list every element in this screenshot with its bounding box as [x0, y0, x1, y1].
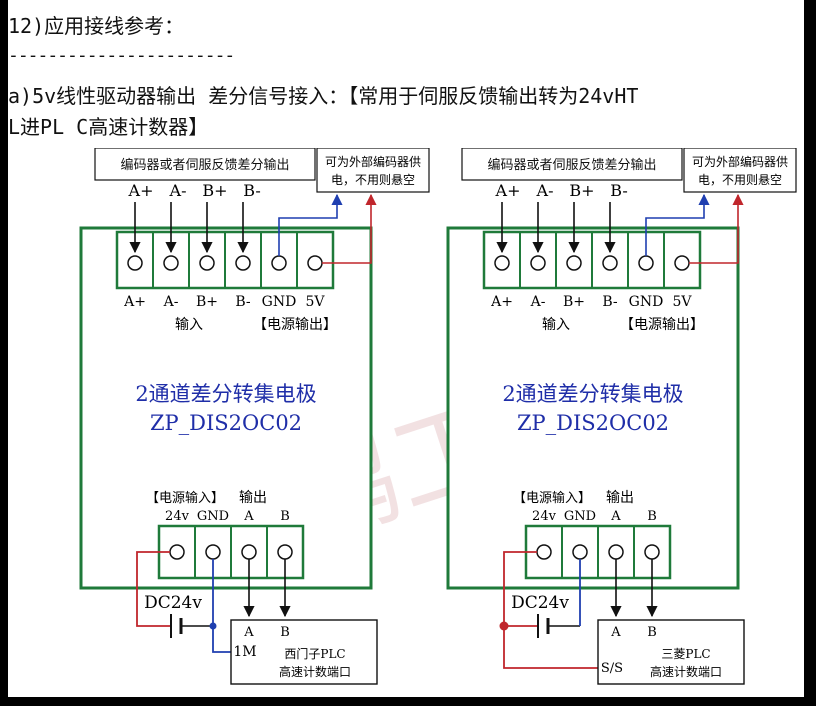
supply-note-line-1: 可为外部编码器供	[325, 154, 421, 169]
input-label: 输入	[175, 317, 203, 333]
bottom-label-24v: 24v	[165, 509, 190, 524]
encoder-signal-b-minus: B-	[243, 181, 260, 200]
top-terminal-block	[482, 230, 702, 290]
plc-input-a: A	[610, 625, 621, 640]
terminal-label-5v: 5V	[672, 294, 692, 310]
top-terminal-block	[115, 230, 335, 290]
terminal-label-b-plus: B+	[563, 294, 585, 310]
encoder-signal-b-plus: B+	[569, 181, 594, 200]
terminal-label-b-plus: B+	[196, 294, 218, 310]
plc-input-b: B	[647, 625, 657, 640]
description-line-1: a)5v线性驱动器输出 差分信号接入：【常用于伺服反馈输出转为24vHT	[8, 84, 639, 108]
module-name: 2通道差分转集电极	[502, 382, 683, 406]
terminal-label-b-minus: B-	[602, 294, 618, 310]
dc-label: DC24v	[144, 593, 202, 613]
supply-note-box: 可为外部编码器供 电，不用则悬空	[316, 148, 430, 193]
bottom-terminal-block	[524, 524, 672, 580]
encoder-box-label: 编码器或者伺服反馈差分输出	[120, 157, 289, 173]
bottom-terminal-block	[157, 524, 305, 580]
terminal-label-a-plus: A+	[123, 294, 146, 310]
terminal-label-gnd: GND	[262, 294, 297, 310]
page: 12)应用接线参考： ----------------------- a)5v线…	[8, 0, 804, 697]
bottom-label-gnd: GND	[564, 509, 596, 524]
encoder-box: 编码器或者伺服反馈差分输出	[461, 148, 683, 181]
plc-common: S/S	[601, 661, 623, 676]
terminal-label-a-plus: A+	[490, 294, 513, 310]
supply-note-line-2: 电，不用则悬空	[698, 173, 782, 187]
bottom-label-a: A	[610, 509, 621, 524]
power-out-label: 【电源输出】	[620, 317, 704, 333]
plc-box-mitsubishi: A B S/S 三菱PLC 高速计数端口	[597, 619, 745, 685]
module-name: 2通道差分转集电极	[135, 382, 316, 406]
plc-input-b: B	[280, 625, 290, 640]
dc-battery-symbol	[537, 614, 550, 638]
panel-mitsubishi: 编码器或者伺服反馈差分输出 A+ A- B+ B- 可为外部编码器供 电，不用则…	[446, 148, 797, 685]
terminal-label-a-minus: A-	[530, 294, 546, 310]
terminal-label-gnd: GND	[629, 294, 664, 310]
plc-name: 西门子PLC	[284, 646, 345, 661]
wiring-diagram: 济鹏工控 编码器或者伺服反馈差分输出 A+ A- B+ B- 可为外部编码器供 …	[79, 148, 797, 685]
plc-port: 高速计数端口	[650, 664, 722, 679]
divider-dashes: -----------------------	[8, 45, 235, 66]
terminal-label-5v: 5V	[305, 294, 325, 310]
encoder-signal-b-minus: B-	[610, 181, 627, 200]
power-out-label: 【电源输出】	[253, 317, 337, 333]
dc-label: DC24v	[511, 593, 569, 613]
plc-name: 三菱PLC	[661, 647, 710, 661]
terminal-label-b-minus: B-	[235, 294, 251, 310]
supply-note-line-1: 可为外部编码器供	[692, 154, 788, 169]
dc-battery-symbol	[170, 614, 183, 638]
panel-siemens: 编码器或者伺服反馈差分输出 A+ A- B+ B- 可为外部编码器供 电，不用则…	[79, 148, 430, 685]
encoder-box: 编码器或者伺服反馈差分输出	[94, 148, 316, 181]
module-model: ZP_DIS2OC02	[150, 411, 302, 435]
description-line-2: L进PL C高速计数器】	[8, 115, 209, 139]
encoder-signal-a-minus: A-	[169, 181, 187, 200]
terminal-label-a-minus: A-	[163, 294, 179, 310]
plc-box-siemens: A B 1M 西门子PLC 高速计数端口	[230, 619, 378, 685]
module-model: ZP_DIS2OC02	[517, 411, 669, 435]
output-label: 输出	[239, 490, 267, 506]
encoder-signal-a-plus: A+	[495, 181, 521, 200]
bottom-label-a: A	[243, 509, 254, 524]
output-label: 输出	[606, 490, 634, 506]
encoder-signal-b-plus: B+	[202, 181, 227, 200]
plc-port: 高速计数端口	[279, 664, 351, 679]
encoder-box-label: 编码器或者伺服反馈差分输出	[487, 157, 656, 173]
power-in-label: 【电源输入】	[146, 490, 224, 506]
bottom-label-b: B	[280, 509, 290, 524]
bottom-label-b: B	[647, 509, 657, 524]
input-label: 输入	[542, 317, 570, 333]
power-in-label: 【电源输入】	[513, 490, 591, 506]
plc-common: 1M	[233, 644, 256, 660]
supply-note-line-2: 电，不用则悬空	[331, 173, 415, 187]
section-title: 12)应用接线参考：	[8, 14, 185, 38]
supply-note-box: 可为外部编码器供 电，不用则悬空	[683, 148, 797, 193]
bottom-label-gnd: GND	[197, 509, 229, 524]
encoder-signal-a-plus: A+	[128, 181, 154, 200]
plc-input-a: A	[243, 625, 254, 640]
bottom-label-24v: 24v	[532, 509, 557, 524]
encoder-signal-a-minus: A-	[536, 181, 554, 200]
